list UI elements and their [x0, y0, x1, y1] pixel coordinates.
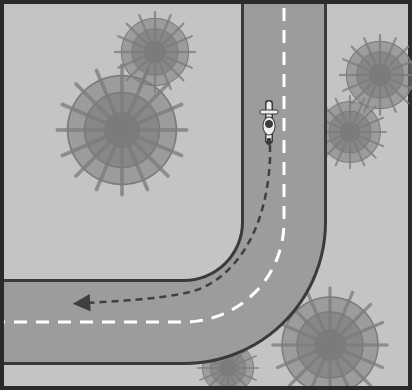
frame-left-edge [0, 0, 4, 390]
tree-icon [57, 65, 186, 194]
frame-bottom-edge [0, 386, 412, 390]
frame-top-edge [0, 0, 412, 4]
